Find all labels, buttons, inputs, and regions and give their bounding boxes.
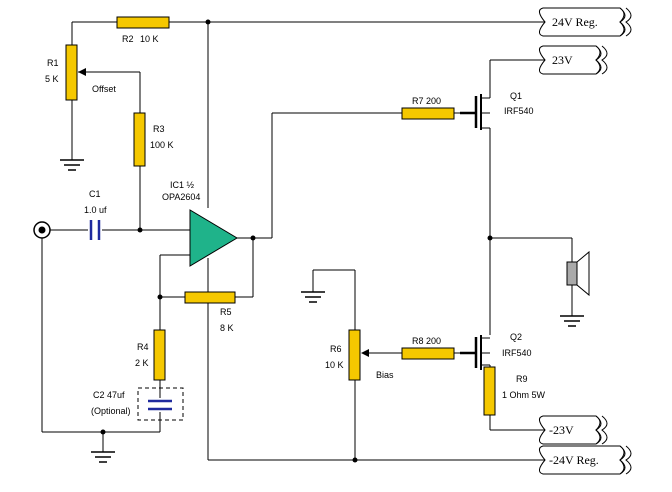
q2-label: Q2 bbox=[510, 332, 522, 342]
potentiometer-r1: R1 5 K Offset bbox=[45, 44, 116, 101]
resistor-r3: R3 100 K bbox=[133, 112, 174, 167]
r4-value: 2 K bbox=[135, 358, 149, 368]
r6-bias-label: Bias bbox=[376, 370, 394, 380]
potentiometer-r6: R6 10 K Bias bbox=[325, 329, 394, 381]
input-jack-icon bbox=[33, 221, 51, 239]
ground-icon bbox=[91, 451, 115, 463]
resistor-r2: R2 10 K bbox=[116, 16, 170, 44]
rail-label-neg23v: -23V bbox=[549, 423, 574, 437]
r9-value: 1 Ohm 5W bbox=[502, 390, 546, 400]
opamp-ic1: IC1 ½ OPA2604 bbox=[162, 180, 238, 267]
r3-value: 100 K bbox=[150, 140, 174, 150]
r6-value: 10 K bbox=[325, 360, 344, 370]
c1-value: 1.0 uf bbox=[84, 205, 107, 215]
resistor-r9: R9 1 Ohm 5W bbox=[483, 366, 546, 416]
resistor-r7: R7 200 bbox=[401, 96, 455, 120]
ic1-label: IC1 ½ bbox=[170, 180, 195, 190]
r4-label: R4 bbox=[137, 342, 149, 352]
mosfet-q2: Q2 IRF540 bbox=[460, 332, 532, 370]
resistor-r4: R4 2 K bbox=[135, 329, 166, 381]
junction-dots bbox=[100, 19, 493, 463]
r3-label: R3 bbox=[153, 124, 165, 134]
speaker-icon bbox=[566, 250, 590, 297]
r7-label: R7 200 bbox=[412, 96, 441, 106]
ground-icon bbox=[60, 159, 84, 171]
c2-note: (Optional) bbox=[91, 406, 131, 416]
rail-connector-neg24v-reg: -24V Reg. bbox=[539, 445, 632, 475]
r9-label: R9 bbox=[516, 374, 528, 384]
rail-connector-24v-reg: 24V Reg. bbox=[539, 7, 632, 37]
r2-label: R2 bbox=[122, 34, 134, 44]
rail-label-23v: 23V bbox=[552, 53, 573, 67]
rail-connector-neg23v: -23V bbox=[539, 415, 608, 445]
q1-part: IRF540 bbox=[504, 106, 534, 116]
r2-value: 10 K bbox=[140, 34, 159, 44]
resistor-r8: R8 200 bbox=[401, 336, 455, 360]
r6-label: R6 bbox=[330, 344, 342, 354]
mosfet-q1: Q1 IRF540 bbox=[460, 91, 534, 130]
c1-label: C1 bbox=[89, 189, 101, 199]
q1-label: Q1 bbox=[510, 91, 522, 101]
resistor-r5: R5 8 K bbox=[184, 291, 236, 333]
r5-value: 8 K bbox=[220, 323, 234, 333]
r1-offset-label: Offset bbox=[92, 84, 116, 94]
rail-label-24v-reg: 24V Reg. bbox=[552, 15, 598, 29]
capacitor-c1: C1 1.0 uf bbox=[84, 189, 107, 240]
rail-connector-23v: 23V bbox=[539, 45, 608, 75]
ic1-part: OPA2604 bbox=[162, 192, 200, 202]
capacitor-c2: C2 47uf (Optional) bbox=[91, 387, 184, 421]
c2-label: C2 47uf bbox=[93, 390, 125, 400]
r1-value: 5 K bbox=[45, 74, 59, 84]
ground-icon bbox=[560, 315, 584, 327]
r5-label: R5 bbox=[220, 307, 232, 317]
ground-icon bbox=[301, 291, 325, 303]
r8-label: R8 200 bbox=[412, 336, 441, 346]
rail-label-neg24v-reg: -24V Reg. bbox=[549, 453, 599, 467]
q2-part: IRF540 bbox=[502, 348, 532, 358]
r1-label: R1 bbox=[47, 58, 59, 68]
